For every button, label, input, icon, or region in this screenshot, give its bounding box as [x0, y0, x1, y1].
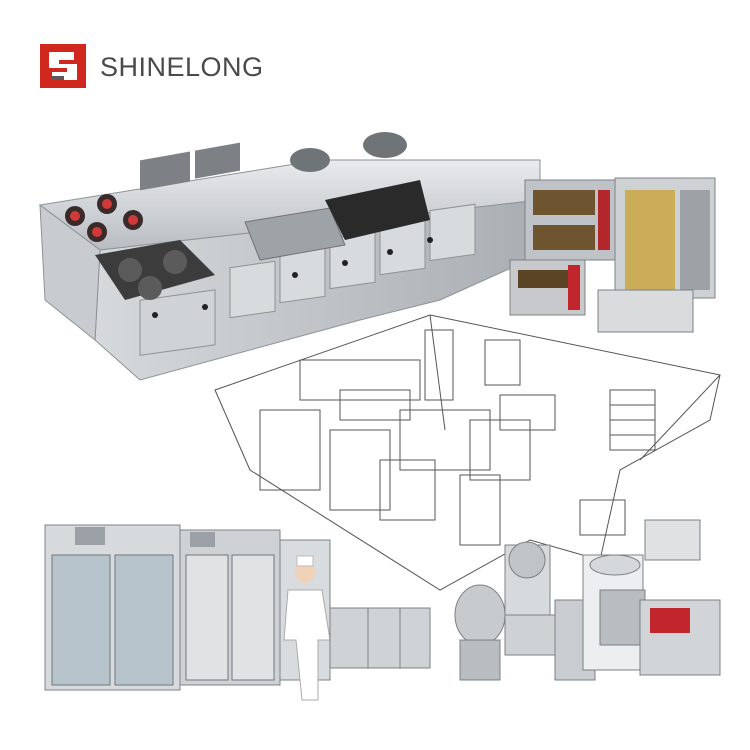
ovens-cluster [509, 177, 716, 333]
kitchen-layout-sketch [214, 314, 721, 591]
food-machines [454, 519, 721, 681]
cooking-range [38, 132, 541, 381]
refrigerators [44, 524, 431, 701]
brand-name: SHINELONG [100, 52, 264, 82]
brand-logo-icon [40, 44, 86, 88]
